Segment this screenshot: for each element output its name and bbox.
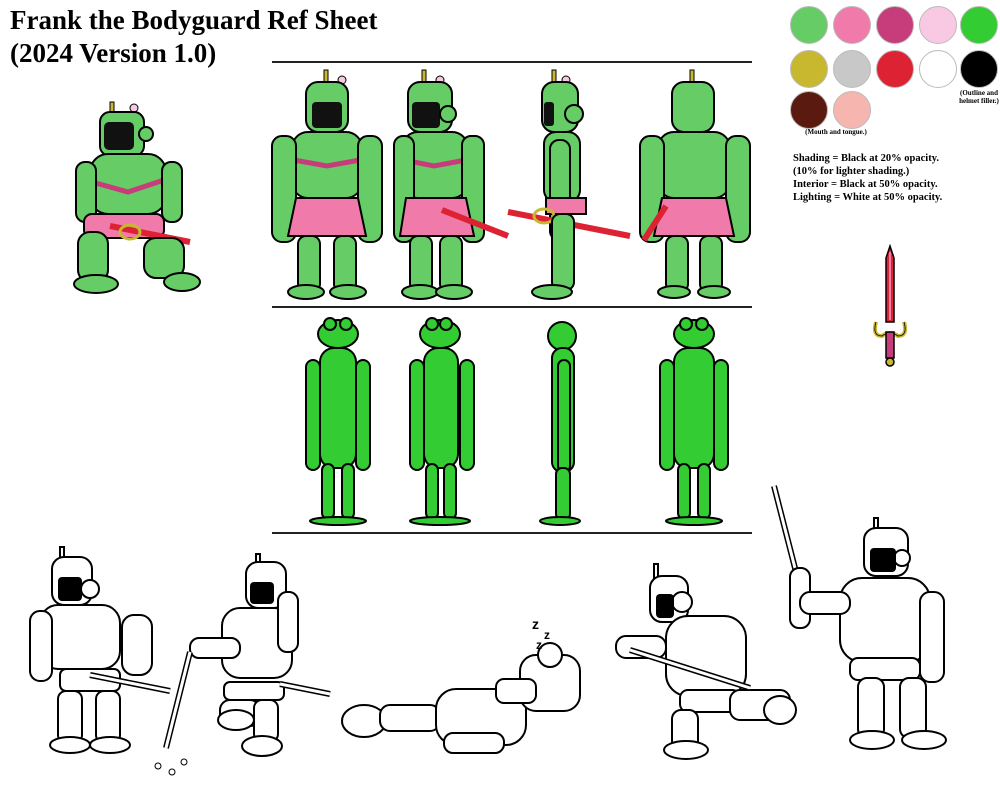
- sketch-sleeping-pose: z z z: [341, 616, 581, 754]
- title-line-2: (2024 Version 1.0): [10, 38, 217, 68]
- swatch-white: [919, 50, 957, 88]
- divider-middle: [272, 306, 752, 308]
- page-title: Frank the Bodyguard Ref Sheet (2024 Vers…: [10, 4, 378, 70]
- note-mouth: (Mouth and tongue.): [805, 128, 867, 136]
- swatch-armor-green: [790, 6, 828, 44]
- note-shading: Shading = Black at 20% opacity.: [793, 153, 940, 164]
- armored-turnaround-back: [639, 69, 751, 299]
- swatch-bow-light-pink: [919, 6, 957, 44]
- swatch-gray: [833, 50, 871, 88]
- note-outline: (Outline and helmet filler.): [959, 89, 999, 105]
- divider-bottom: [272, 532, 752, 534]
- swatch-belt-magenta: [876, 6, 914, 44]
- frog-turnaround-three-quarter: [409, 317, 475, 526]
- shading-notes: Shading = Black at 20% opacity. (10% for…: [793, 152, 942, 204]
- sword-reference: [872, 243, 908, 367]
- swatch-skirt-pink: [833, 6, 871, 44]
- swatch-mouth-brown: [790, 91, 828, 129]
- sketch-sword-leaning-pose: [154, 553, 331, 776]
- swatch-black: [960, 50, 998, 88]
- armored-turnaround-three-quarter: [393, 69, 510, 300]
- svg-text:z: z: [544, 628, 550, 642]
- swatch-frog-green: [960, 6, 998, 44]
- swatch-red: [876, 50, 914, 88]
- note-lighter-shading: (10% for lighter shading.): [793, 166, 910, 177]
- color-palette: (Outline and helmet filler.) (Mouth and …: [790, 6, 1000, 141]
- divider-top: [272, 61, 752, 63]
- frog-turnaround-side: [539, 321, 581, 526]
- title-line-1: Frank the Bodyguard Ref Sheet: [10, 5, 378, 35]
- armored-turnaround-front: [271, 69, 383, 300]
- note-lighting: Lighting = White at 50% opacity.: [793, 192, 943, 203]
- frog-turnaround-back: [659, 317, 729, 526]
- sketch-standing-pose: [29, 546, 171, 754]
- note-interior: Interior = Black at 50% opacity.: [793, 179, 938, 190]
- swatch-gold: [790, 50, 828, 88]
- svg-text:z: z: [536, 638, 542, 652]
- kneeling-knight-figure: [73, 101, 201, 294]
- sketch-sword-swing-pose: [615, 563, 797, 760]
- sketch-sword-raised-pose: [771, 485, 947, 750]
- svg-text:z: z: [532, 616, 539, 632]
- armored-turnaround-side: [507, 69, 631, 300]
- frog-turnaround-front: [305, 317, 371, 526]
- swatch-tongue-pink: [833, 91, 871, 129]
